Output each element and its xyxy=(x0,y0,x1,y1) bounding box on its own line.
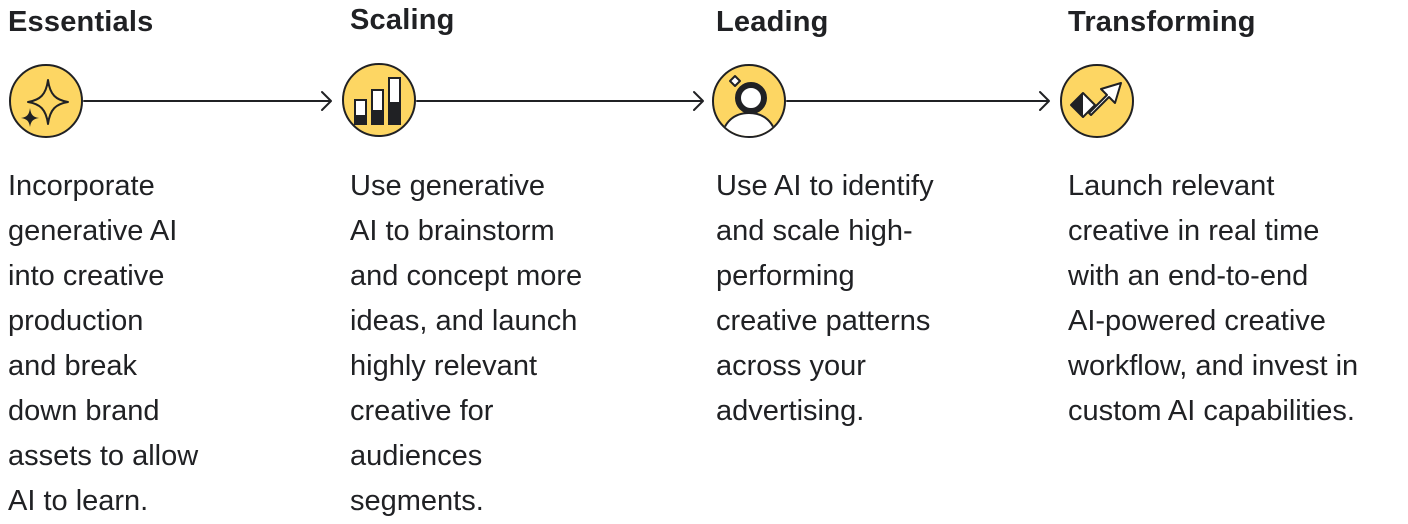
description-line: creative for xyxy=(350,395,494,427)
stage-description: Use AI to identify and scale high- perfo… xyxy=(716,164,934,434)
description-line: with an end-to-end xyxy=(1068,260,1309,292)
stage-description: Launch relevant creative in real time wi… xyxy=(1068,164,1358,434)
arrow-connector-2 xyxy=(416,91,704,111)
description-line: AI to brainstorm xyxy=(350,215,555,247)
description-line: Incorporate xyxy=(8,170,155,202)
stage-title: Scaling xyxy=(350,4,455,36)
stage-title: Essentials xyxy=(8,6,154,38)
description-line: AI to learn. xyxy=(8,485,149,517)
description-line: ideas, and launch xyxy=(350,305,578,337)
arrow-connector-1 xyxy=(83,91,332,111)
description-line: segments. xyxy=(350,485,484,517)
description-line: Use generative xyxy=(350,170,546,202)
person-insight-icon xyxy=(711,63,787,139)
description-line: workflow, and invest in xyxy=(1068,350,1359,382)
description-line: Use AI to identify xyxy=(716,170,934,202)
description-line: audiences xyxy=(350,440,483,472)
sparkle-icon xyxy=(8,63,84,139)
description-line: and break xyxy=(8,350,137,382)
description-line: down brand xyxy=(8,395,160,427)
description-line: assets to allow xyxy=(8,440,199,472)
description-line: creative in real time xyxy=(1068,215,1320,247)
stage-description: Incorporate generative AI into creative … xyxy=(8,164,198,524)
arrow-connector-3 xyxy=(786,91,1050,111)
bar-chart-icon xyxy=(341,62,417,138)
description-line: across your xyxy=(716,350,866,382)
description-line: performing xyxy=(716,260,855,292)
stage-title: Transforming xyxy=(1068,6,1256,38)
description-line: generative AI xyxy=(8,215,178,247)
description-line: into creative xyxy=(8,260,165,292)
arrow-up-right-icon xyxy=(1059,63,1135,139)
description-line: AI-powered creative xyxy=(1068,305,1326,337)
description-line: creative patterns xyxy=(716,305,931,337)
stage-title: Leading xyxy=(716,6,829,38)
description-line: custom AI capabilities. xyxy=(1068,395,1355,427)
description-line: Launch relevant xyxy=(1068,170,1275,202)
stage-description: Use generative AI to brainstorm and conc… xyxy=(350,164,582,524)
description-line: and concept more xyxy=(350,260,583,292)
description-line: advertising. xyxy=(716,395,865,427)
description-line: production xyxy=(8,305,144,337)
description-line: highly relevant xyxy=(350,350,537,382)
description-line: and scale high- xyxy=(716,215,913,247)
